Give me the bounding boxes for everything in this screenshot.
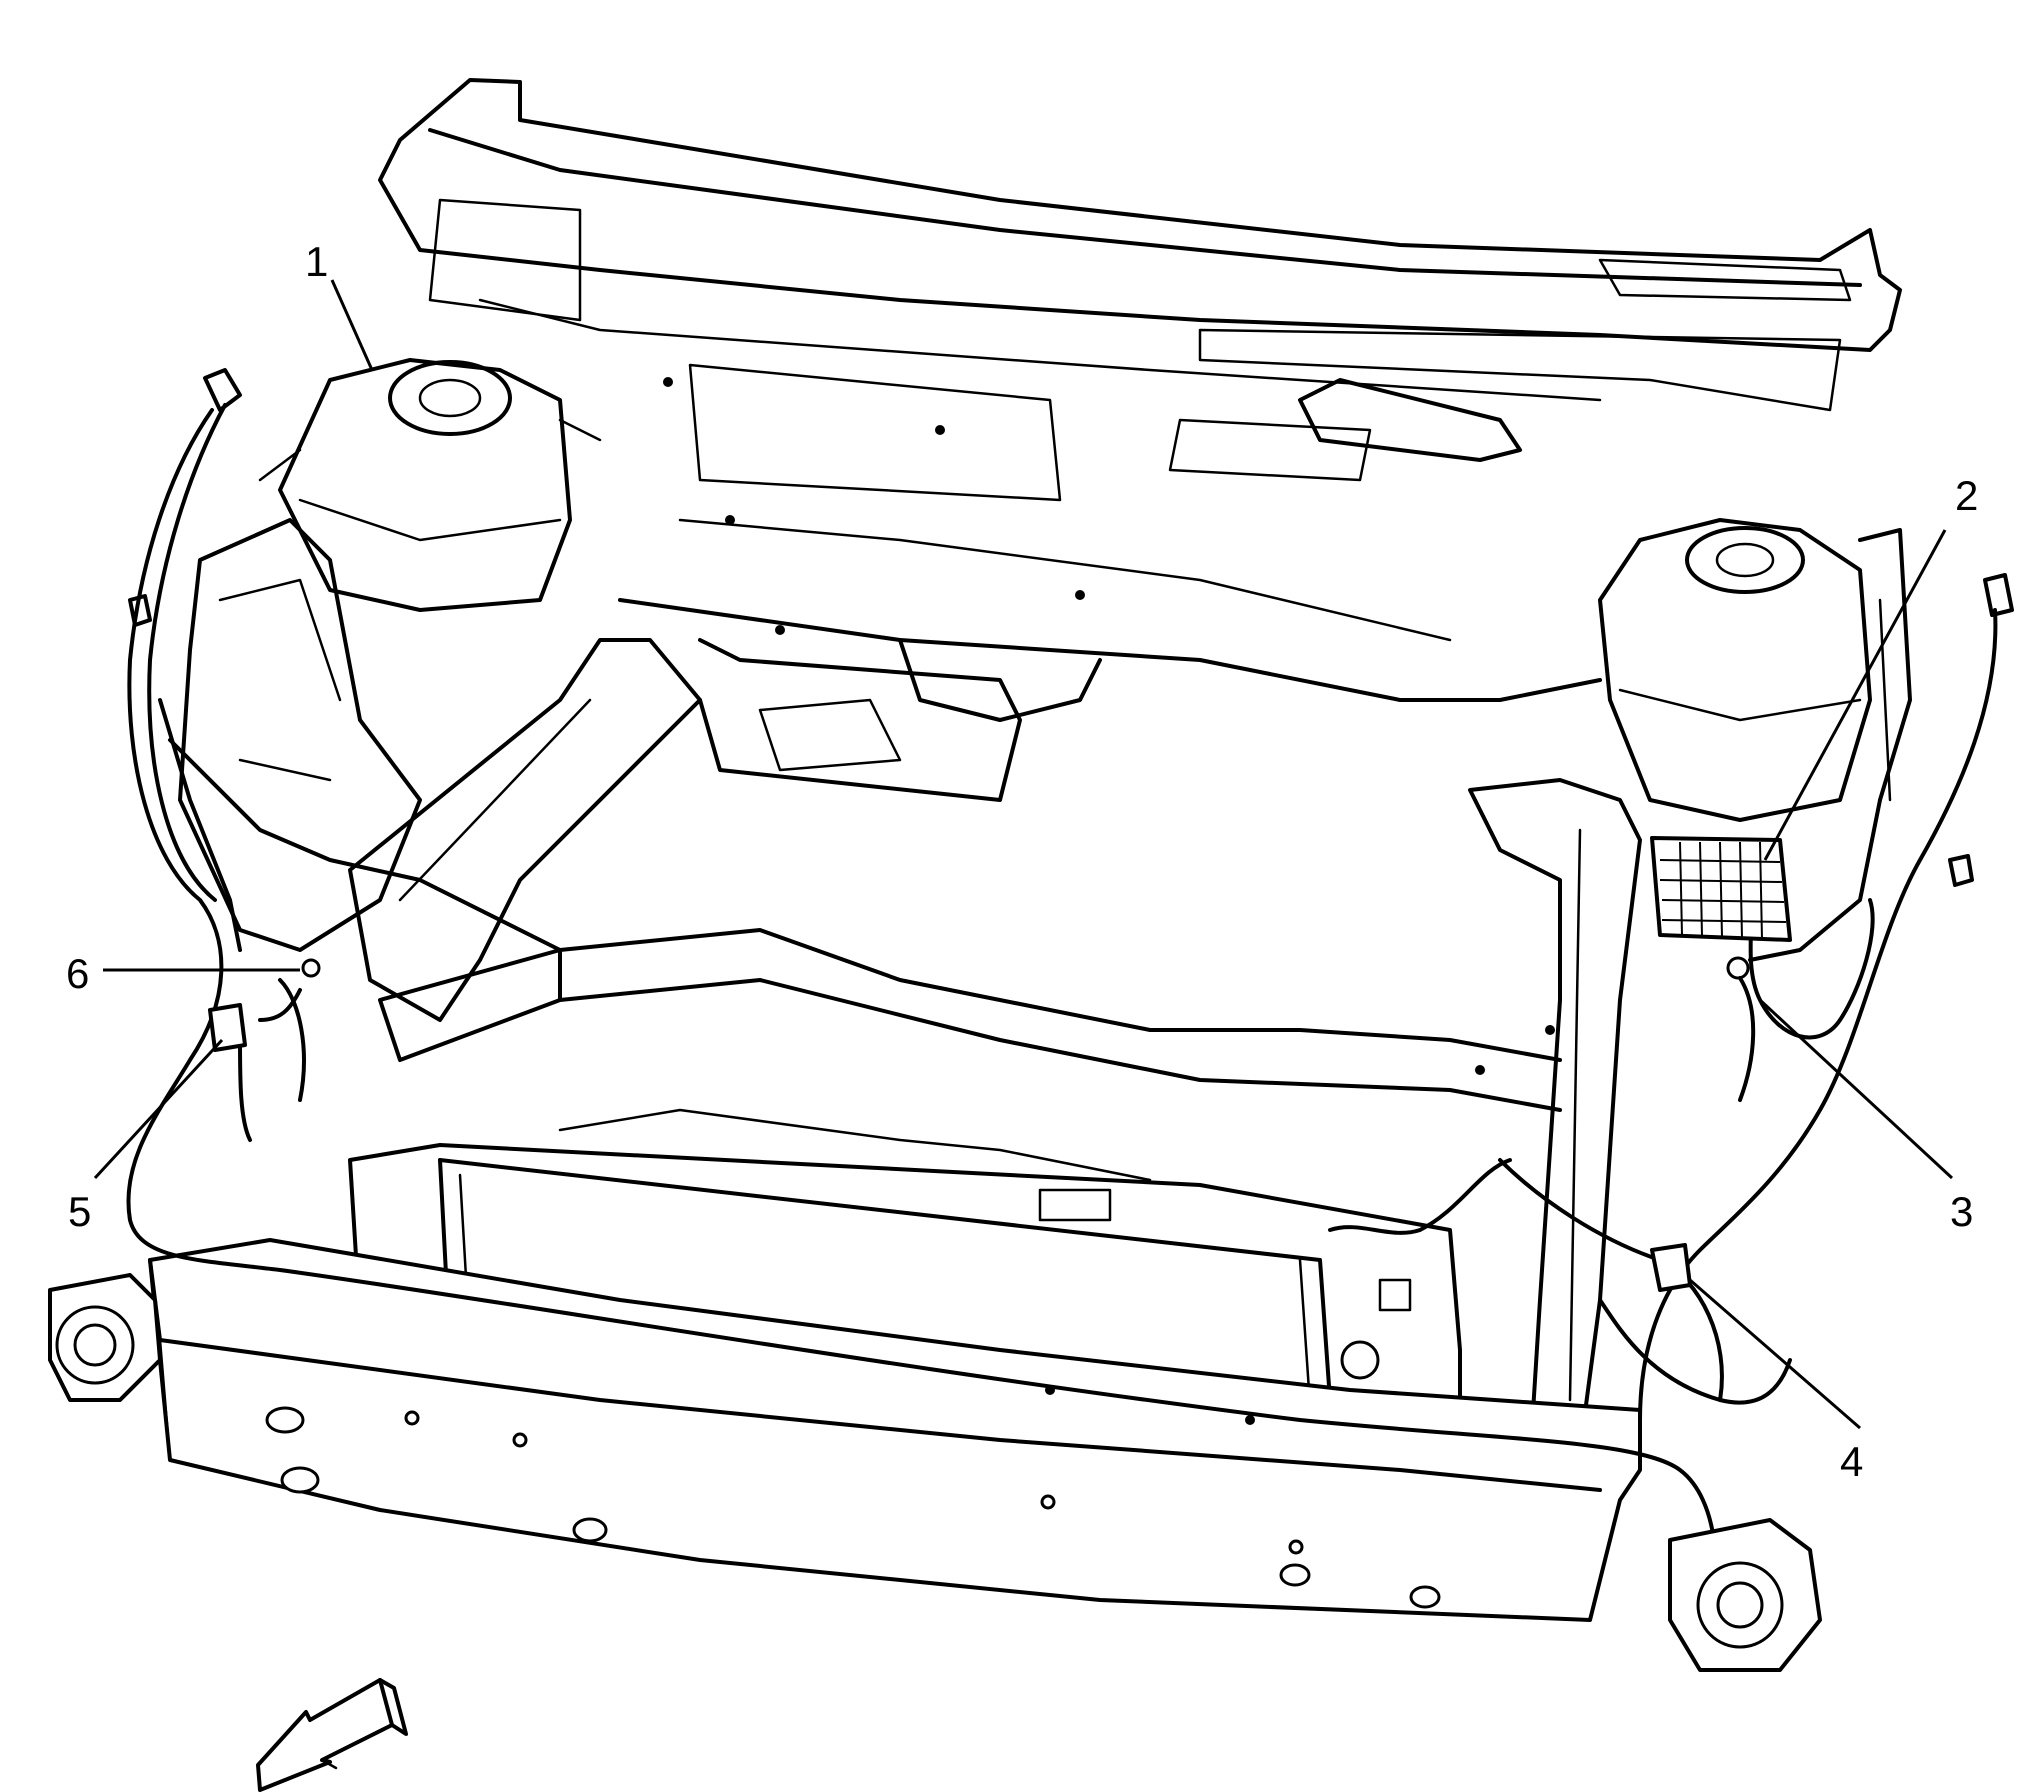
leader-lines xyxy=(93,279,1954,1430)
callout-5: 5 xyxy=(68,1188,91,1235)
leader-4 xyxy=(1689,1278,1861,1430)
firewall-center xyxy=(618,518,1602,772)
left-frame-rail xyxy=(348,638,1022,1022)
right-strut-tower xyxy=(1598,518,1872,822)
radiator-support xyxy=(378,928,1562,1112)
cowl-panel xyxy=(378,78,1902,502)
left-strut-tower xyxy=(258,358,572,612)
left-fender-apron xyxy=(158,518,562,952)
fuse-block xyxy=(1650,836,1792,942)
front-bumper-bar xyxy=(148,1238,1642,1622)
ground-eyelet xyxy=(1726,956,1756,1102)
callout-6: 6 xyxy=(66,950,89,997)
harness-connector-left xyxy=(208,1003,247,1052)
callout-3: 3 xyxy=(1950,1188,1973,1235)
front-direction-arrow-icon xyxy=(256,1678,408,1792)
fasteners xyxy=(663,377,1555,1425)
callout-labels: 1 2 3 4 5 6 xyxy=(66,238,1978,1485)
leader-1 xyxy=(330,279,374,371)
harness-connector-right xyxy=(1650,1243,1692,1292)
callout-4: 4 xyxy=(1840,1438,1863,1485)
right-fender-apron xyxy=(1748,528,1912,962)
left-fog-lamp xyxy=(48,1273,162,1402)
right-fog-lamp xyxy=(1668,1518,1822,1672)
callout-2: 2 xyxy=(1955,472,1978,519)
left-ground-stud xyxy=(258,958,321,1022)
callout-1: 1 xyxy=(305,238,328,285)
leader-3 xyxy=(1758,998,1954,1180)
leader-5 xyxy=(93,1038,224,1180)
right-frame-rail xyxy=(1468,778,1642,1462)
leader-2 xyxy=(1763,529,1947,861)
